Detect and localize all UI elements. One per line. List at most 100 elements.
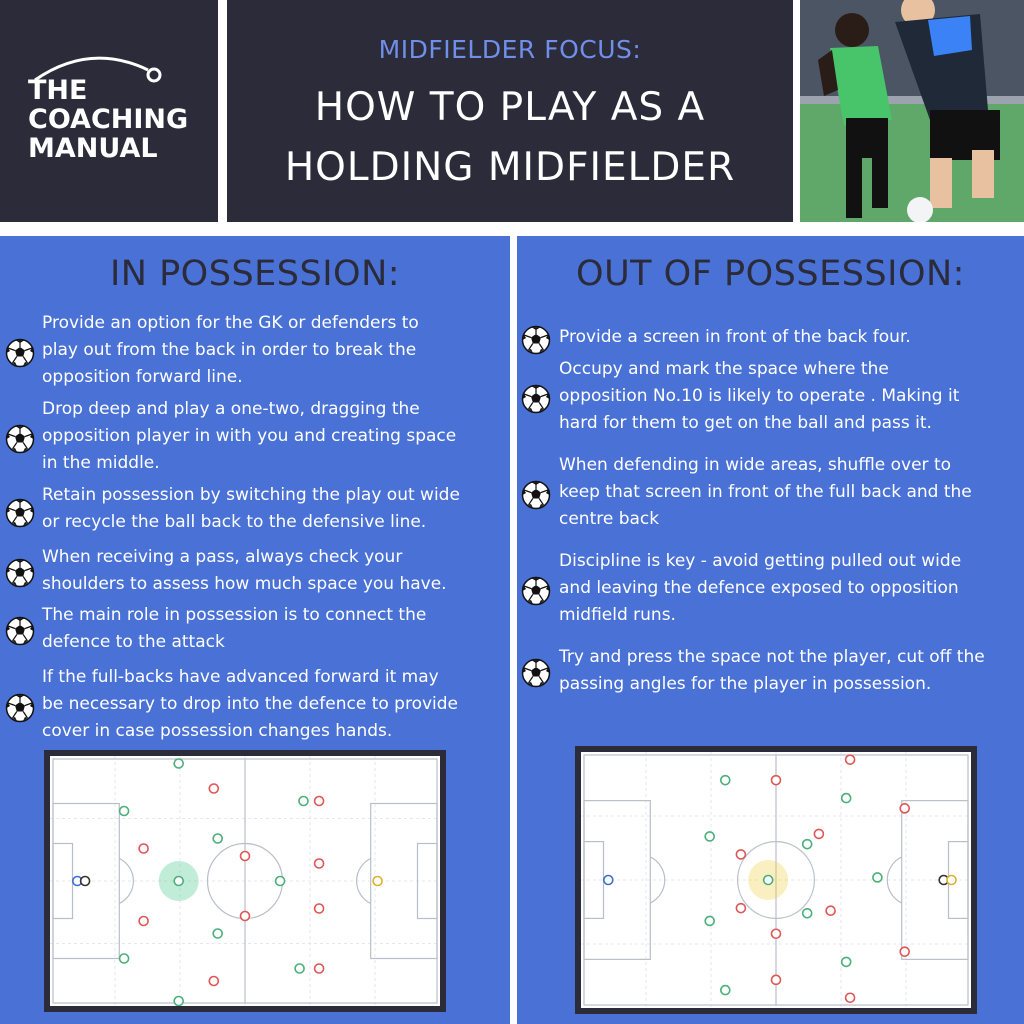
bullet-line: centre back bbox=[559, 509, 660, 529]
player-marker bbox=[212, 833, 223, 844]
player-marker bbox=[79, 875, 91, 887]
logo-arc-icon bbox=[34, 56, 162, 83]
player-marker bbox=[313, 903, 325, 914]
player-marker bbox=[704, 831, 715, 842]
player-marker bbox=[720, 774, 731, 786]
players-photo bbox=[800, 0, 1024, 222]
out-of-possession-heading: OUT OF POSSESSION: bbox=[576, 254, 965, 294]
player-marker bbox=[872, 872, 883, 883]
bullet-text: Try and press the space not the player, … bbox=[559, 644, 985, 698]
kicker: MIDFIELDER FOCUS: bbox=[378, 35, 642, 64]
bullet-line: The main role in possession is to connec… bbox=[42, 605, 427, 625]
player-marker bbox=[208, 783, 220, 794]
bullet-line: Occupy and mark the space where the bbox=[559, 359, 889, 379]
bullet-text: When receiving a pass, always check your… bbox=[42, 544, 447, 598]
player-marker bbox=[844, 754, 856, 765]
bullet-text: If the full-backs have advanced forward … bbox=[42, 664, 458, 745]
bullet-text: Discipline is key - avoid getting pulled… bbox=[559, 548, 961, 629]
pitch-diagram bbox=[581, 752, 971, 1008]
bullet-line: If the full-backs have advanced forward … bbox=[42, 667, 439, 687]
title-line-1: HOW TO PLAY AS A bbox=[314, 85, 706, 130]
bullet-line: be necessary to drop into the defence to… bbox=[42, 694, 459, 714]
bullet-line: Drop deep and play a one-two, dragging t… bbox=[42, 399, 420, 419]
soccer-ball-icon bbox=[521, 576, 551, 606]
penalty-arc-left bbox=[119, 857, 135, 905]
player-marker bbox=[762, 874, 774, 886]
bullet-text: When defending in wide areas, shuffle ov… bbox=[559, 452, 972, 533]
soccer-ball-icon bbox=[521, 325, 551, 355]
bullet-line: play out from the back in order to break… bbox=[42, 340, 417, 360]
out-of-possession-diagram bbox=[575, 746, 977, 1014]
bullet-line: opposition player in with you and creati… bbox=[42, 426, 457, 446]
player-marker bbox=[212, 928, 223, 939]
player-marker bbox=[274, 875, 286, 887]
player-marker bbox=[294, 963, 305, 974]
page-title: HOW TO PLAY AS A HOLDING MIDFIELDER bbox=[227, 78, 793, 198]
player-marker bbox=[313, 858, 325, 869]
penalty-arc-right bbox=[355, 857, 371, 905]
in-possession-diagram bbox=[44, 750, 446, 1012]
player-marker bbox=[173, 875, 184, 887]
in-possession-heading: IN POSSESSION: bbox=[109, 254, 401, 294]
bullet-line: Retain possession by switching the play … bbox=[42, 485, 460, 505]
player-marker bbox=[813, 828, 825, 840]
logo-line-3: MANUAL bbox=[28, 133, 158, 164]
bullet-line: hard for them to get on the ball and pas… bbox=[559, 413, 932, 433]
soccer-ball-icon bbox=[5, 338, 35, 368]
bullet-line: defence to the attack bbox=[42, 632, 225, 652]
logo-line-1: THE bbox=[28, 75, 88, 106]
logo-line-2: COACHING bbox=[28, 104, 189, 135]
logo-block: THE COACHING MANUAL bbox=[0, 0, 218, 222]
player-marker bbox=[899, 946, 911, 957]
bullet-text: Retain possession by switching the play … bbox=[42, 482, 460, 536]
player-marker bbox=[118, 953, 130, 964]
bullet-text: Drop deep and play a one-two, dragging t… bbox=[42, 396, 456, 477]
player-marker bbox=[770, 774, 782, 786]
in-possession-panel: IN POSSESSION: Provide an option for the… bbox=[0, 236, 510, 1024]
player-marker bbox=[173, 995, 184, 1006]
bullet-line: Provide an option for the GK or defender… bbox=[42, 313, 419, 333]
soccer-ball-icon bbox=[5, 424, 35, 454]
bullet-line: or recycle the ball back to the defensiv… bbox=[42, 512, 427, 532]
bullet-line: keep that screen in front of the full ba… bbox=[559, 482, 972, 502]
bullet-line: opposition No.10 is likely to operate . … bbox=[559, 386, 960, 406]
player-marker bbox=[313, 963, 325, 974]
bullet-text: Provide a screen in front of the back fo… bbox=[559, 324, 911, 351]
player-marker bbox=[138, 843, 149, 854]
bullet-text: The main role in possession is to connec… bbox=[42, 602, 426, 656]
bullet-line: passing angles for the player in possess… bbox=[559, 674, 932, 694]
bullet-line: Discipline is key - avoid getting pulled… bbox=[559, 551, 962, 571]
player-marker bbox=[801, 907, 813, 919]
bullet-line: midfield runs. bbox=[559, 605, 676, 625]
bullet-line: and leaving the defence exposed to oppos… bbox=[559, 578, 959, 598]
player-marker bbox=[735, 849, 747, 860]
player-marker bbox=[313, 795, 325, 807]
player-marker bbox=[801, 838, 813, 850]
bullet-line: cover in case possession changes hands. bbox=[42, 721, 393, 741]
player-marker bbox=[899, 803, 911, 814]
bullet-line: Provide a screen in front of the back fo… bbox=[559, 327, 911, 347]
player-marker bbox=[239, 850, 251, 862]
player-marker bbox=[825, 905, 836, 917]
player-marker bbox=[735, 902, 747, 914]
player-marker bbox=[118, 805, 130, 817]
out-of-possession-panel: OUT OF POSSESSION: Provide a screen in f… bbox=[517, 236, 1024, 1024]
player-marker bbox=[770, 974, 782, 986]
player-marker bbox=[298, 795, 309, 807]
players-illustration bbox=[800, 0, 1024, 222]
center-circle bbox=[737, 840, 816, 920]
pitch-diagram bbox=[50, 756, 440, 1006]
player-marker bbox=[720, 984, 731, 996]
player-marker bbox=[946, 874, 957, 886]
bullet-line: in the middle. bbox=[42, 453, 160, 473]
soccer-ball-icon bbox=[521, 480, 551, 510]
title-line-2: HOLDING MIDFIELDER bbox=[284, 145, 736, 190]
soccer-ball-icon bbox=[5, 558, 35, 588]
soccer-ball-icon bbox=[521, 658, 551, 688]
penalty-arc-left bbox=[650, 856, 666, 904]
player-marker bbox=[602, 874, 614, 886]
player-marker bbox=[173, 758, 184, 769]
player-marker bbox=[372, 875, 383, 887]
bullet-text: Provide an option for the GK or defender… bbox=[42, 310, 419, 391]
title-block: MIDFIELDER FOCUS: HOW TO PLAY AS A HOLDI… bbox=[227, 0, 793, 222]
